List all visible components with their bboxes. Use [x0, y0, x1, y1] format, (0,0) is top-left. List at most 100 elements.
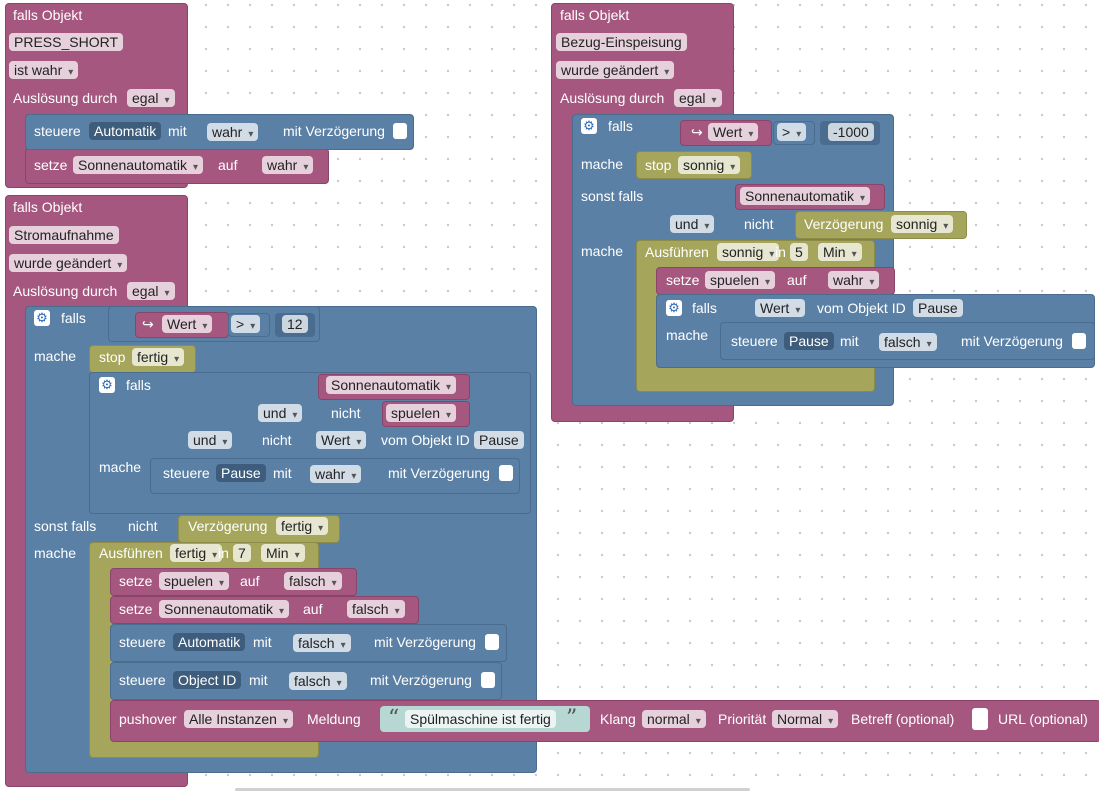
timer-dropdown[interactable]: fertig	[170, 544, 223, 562]
falsch-dropdown[interactable]: falsch	[347, 600, 405, 618]
ausloesung-dropdown[interactable]: egal	[127, 282, 175, 300]
message-field[interactable]: Spülmaschine ist fertig	[405, 710, 556, 728]
prioritaet-dropdown[interactable]: Normal	[772, 710, 839, 728]
time-unit-dropdown[interactable]: Min	[818, 243, 862, 261]
wahr-dropdown[interactable]: wahr	[310, 465, 362, 483]
mit-verzoegerung-label: mit Verzögerung	[961, 333, 1063, 349]
wahr-dropdown[interactable]: wahr	[262, 156, 314, 174]
inner-steuere-block[interactable]	[150, 458, 520, 494]
timer-dropdown[interactable]: sonnig	[678, 156, 741, 174]
ausloesung-label: Auslösung durch	[560, 90, 665, 106]
trigger-condition-dropdown[interactable]: wurde geändert	[9, 254, 128, 272]
timer-dropdown[interactable]: sonnig	[891, 215, 954, 233]
falls-objekt-label: falls Objekt	[13, 7, 83, 23]
ausloesung-dropdown[interactable]: egal	[127, 89, 175, 107]
timer-dropdown[interactable]: fertig	[132, 348, 185, 366]
gear-icon[interactable]: ⚙	[99, 377, 115, 393]
variable-dropdown[interactable]: Sonnenautomatik	[326, 376, 456, 394]
setze-label: setze	[119, 573, 153, 589]
wert-dropdown[interactable]: Wert	[708, 123, 759, 141]
wahr-dropdown[interactable]: wahr	[207, 123, 259, 141]
ausloesung-dropdown[interactable]: egal	[674, 89, 722, 107]
mit-label: mit	[840, 333, 859, 349]
wahr-dropdown[interactable]: wahr	[828, 271, 880, 289]
wert-dropdown[interactable]: Wert	[755, 299, 806, 317]
object-id-field[interactable]: Pause	[913, 299, 963, 317]
horizontal-scrollbar[interactable]	[235, 788, 750, 791]
falsch-dropdown[interactable]: falsch	[879, 333, 937, 351]
falls-label: falls	[61, 310, 86, 326]
steuere-object-field[interactable]: Object ID	[173, 671, 242, 689]
delay-field[interactable]: 7	[233, 544, 251, 562]
und-dropdown[interactable]: und	[188, 431, 233, 449]
delay-field[interactable]: 5	[790, 243, 808, 261]
steuere-object-field[interactable]: Pause	[216, 464, 266, 482]
und-dropdown[interactable]: und	[670, 215, 715, 233]
gear-icon[interactable]: ⚙	[666, 300, 682, 316]
steuere-label: steuere	[731, 333, 778, 349]
trigger-condition-dropdown[interactable]: ist wahr	[9, 61, 79, 79]
ausloesung-label: Auslösung durch	[13, 283, 118, 299]
verzoegerung-checkbox[interactable]	[481, 672, 495, 688]
verzoegerung-checkbox[interactable]	[1072, 333, 1086, 349]
falsch-dropdown[interactable]: falsch	[289, 672, 347, 690]
time-unit-dropdown[interactable]: Min	[261, 544, 305, 562]
variable-dropdown[interactable]: spuelen	[705, 271, 776, 289]
variable-dropdown[interactable]: Sonnenautomatik	[740, 187, 870, 205]
object-id-field[interactable]: PRESS_SHORT	[9, 33, 123, 51]
verzoegerung-checkbox[interactable]	[485, 634, 499, 650]
mache-label: mache	[34, 348, 77, 364]
mit-label: mit	[273, 465, 292, 481]
steuere-object-field[interactable]: Automatik	[89, 122, 162, 140]
steuere-label: steuere	[34, 123, 81, 139]
object-id-field[interactable]: Stromaufnahme	[9, 226, 119, 244]
betreff-input-slot[interactable]	[972, 708, 988, 730]
nicht-label: nicht	[331, 405, 361, 421]
timer-dropdown[interactable]: fertig	[276, 517, 329, 535]
instance-dropdown[interactable]: Alle Instanzen	[184, 710, 293, 728]
inner-steuere-block[interactable]	[720, 322, 1095, 360]
verzoegerung-checkbox[interactable]	[393, 123, 407, 139]
nicht-label: nicht	[262, 432, 292, 448]
falsch-dropdown[interactable]: falsch	[293, 634, 351, 652]
stop-label: stop	[645, 157, 672, 173]
mit-label: mit	[168, 123, 187, 139]
meldung-label: Meldung	[307, 711, 361, 727]
prioritaet-label: Priorität	[718, 711, 767, 727]
steuere-object-field[interactable]: Automatik	[173, 633, 246, 651]
steuere-label: steuere	[163, 465, 210, 481]
object-id-field[interactable]: Bezug-Einspeisung	[556, 33, 687, 51]
nicht-label: nicht	[744, 216, 774, 232]
pushover-label: pushover	[119, 711, 177, 727]
nicht-label: nicht	[128, 518, 158, 534]
gear-icon[interactable]: ⚙	[34, 310, 50, 326]
sonst-falls-label: sonst falls	[581, 188, 644, 204]
falsch-dropdown[interactable]: falsch	[284, 572, 342, 590]
sonst-falls-label: sonst falls	[34, 518, 97, 534]
und-dropdown[interactable]: und	[258, 404, 303, 422]
verzoegerung-label: Verzögerung	[804, 216, 884, 232]
steuere-object-field[interactable]: Pause	[784, 332, 834, 350]
variable-dropdown[interactable]: spuelen	[386, 404, 457, 422]
verzoegerung-checkbox[interactable]	[499, 465, 513, 481]
wert-dropdown[interactable]: Wert	[316, 431, 367, 449]
timer-dropdown[interactable]: sonnig	[717, 243, 780, 261]
wert-dropdown[interactable]: Wert	[162, 315, 213, 333]
trigger-condition-dropdown[interactable]: wurde geändert	[556, 61, 675, 79]
klang-dropdown[interactable]: normal	[642, 710, 706, 728]
variable-dropdown[interactable]: Sonnenautomatik	[73, 156, 203, 174]
stop-label: stop	[99, 349, 126, 365]
gear-icon[interactable]: ⚙	[581, 118, 597, 134]
ausfuehren-label: Ausführen	[645, 244, 709, 260]
mache-label: mache	[34, 545, 77, 561]
in-label: in	[218, 545, 229, 561]
number-field[interactable]: 12	[282, 315, 308, 333]
mache-label: mache	[99, 459, 142, 475]
variable-dropdown[interactable]: spuelen	[159, 572, 230, 590]
mit-verzoegerung-label: mit Verzögerung	[374, 634, 476, 650]
object-id-field[interactable]: Pause	[474, 431, 524, 449]
operator-dropdown[interactable]: >	[777, 123, 807, 141]
number-field[interactable]: -1000	[828, 123, 874, 141]
variable-dropdown[interactable]: Sonnenautomatik	[159, 600, 289, 618]
operator-dropdown[interactable]: >	[231, 315, 261, 333]
